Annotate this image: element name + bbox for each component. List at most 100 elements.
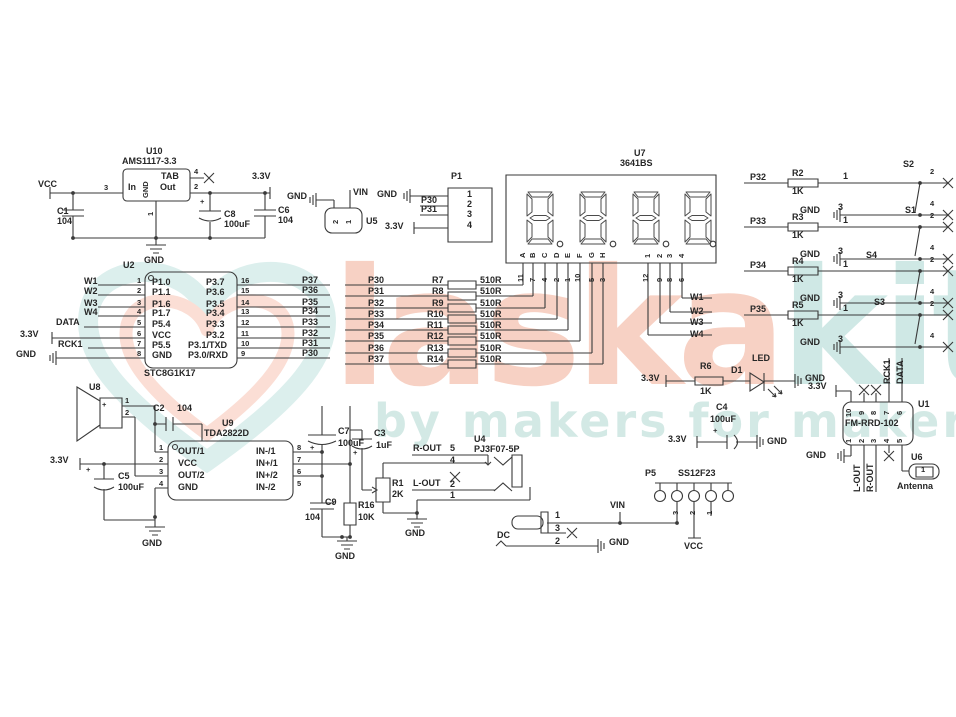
seg_resistors-r11-val: 510R (480, 320, 502, 330)
mcu-vcc: VCC (152, 330, 172, 340)
seg_resistors-r7-val: 510R (480, 275, 502, 285)
u9-pin1-dot (173, 445, 178, 450)
brand-first: laska (332, 235, 786, 423)
mcu-n10: 10 (241, 339, 250, 348)
display-dig-2: 2 (655, 253, 664, 258)
regulator-pin-out: Out (160, 182, 176, 192)
r3-body (788, 223, 818, 231)
audio_amp-c2-val: 104 (177, 403, 193, 413)
display-pin-10: 10 (573, 273, 582, 282)
r1-body (376, 478, 390, 502)
c4_filter-gnd: GND (767, 436, 787, 446)
mcu-p16: P1.6 (152, 299, 171, 309)
regulator-out-33v: 3.3V (252, 171, 271, 181)
audio_amp-spk-ref: U8 (89, 382, 101, 392)
display-seg-b: B (528, 252, 537, 258)
audio_amp-n3: 3 (159, 467, 164, 476)
mcu-net-w1: W1 (84, 276, 98, 286)
p1_header-pin1: 1 (467, 189, 473, 199)
mcu-p30: P3.0/RXD (188, 350, 229, 360)
mcu-n4: 4 (137, 307, 142, 316)
p5-pin-circle (672, 491, 683, 502)
regulator-pin-gnd: GND (141, 181, 150, 198)
mcu-n5: 5 (137, 318, 142, 327)
mid_passives-r1-ref: R1 (392, 478, 404, 488)
buttons-s3-p1: 1 (843, 303, 849, 313)
seg_resistors-net-p34: P34 (368, 320, 385, 330)
power_switch-p3: 3 (671, 510, 680, 515)
fm_module-p9: 9 (857, 410, 866, 415)
mcu-n9: 9 (241, 349, 246, 358)
audio_amp-part: TDA2822D (204, 428, 250, 438)
u9-body (168, 441, 293, 500)
mcu-net-rck1: RCK1 (58, 339, 83, 349)
buttons-s1-p2: 2 (930, 211, 935, 220)
heart-icon (78, 262, 336, 474)
mcu-n15: 15 (241, 286, 250, 295)
audio_amp-c5-val: 100uF (118, 482, 145, 492)
fm_module-net-data: DATA (895, 360, 905, 384)
audio_amp-in-1: IN-/1 (256, 446, 276, 456)
buttons-net4: P35 (750, 304, 767, 314)
led-led: LED (752, 353, 770, 363)
fm_module-p10: 10 (844, 408, 853, 417)
buttons-s1-p1: 1 (843, 215, 849, 225)
mid_passives-c9-val: 104 (305, 512, 321, 522)
audio_amp-n7: 7 (297, 455, 302, 464)
fm_module-p6: 6 (895, 410, 904, 415)
seg_resistors-r7: R7 (432, 275, 444, 285)
display-w4: W4 (690, 329, 704, 339)
display-pin-1: 1 (563, 277, 572, 282)
fm_module-gnd: GND (806, 450, 826, 460)
seg_resistors-r9: R9 (432, 298, 444, 308)
display-pin-9: 9 (655, 277, 664, 282)
audio_amp-in-2: IN-/2 (256, 482, 276, 492)
mcu-n16: 16 (241, 276, 250, 285)
mcu-n7: 7 (137, 339, 142, 348)
r2-body (788, 179, 818, 187)
buttons-s3: S3 (874, 297, 886, 307)
display-pin-3: 3 (598, 277, 607, 282)
mcu-n8: 8 (137, 349, 142, 358)
led-v33: 3.3V (641, 373, 660, 383)
p1_header-p30: P30 (421, 195, 438, 205)
display-seg-h: H (598, 252, 607, 258)
r16-body (344, 503, 356, 525)
fm_module-net-rout: R-OUT (865, 463, 875, 493)
component-outlines (77, 169, 939, 533)
seg_resistors-r13: R13 (427, 343, 444, 353)
buttons-r3: R3 (792, 212, 804, 222)
power_switch-p1: 1 (705, 510, 714, 515)
display-pin-12: 12 (641, 273, 650, 282)
mcu-net-p34: P34 (302, 306, 319, 316)
buttons-gnd1: GND (800, 205, 820, 215)
led-r6: R6 (700, 361, 712, 371)
no-connect-x-icon (204, 173, 953, 538)
r5-body (788, 311, 818, 319)
display-seg-e: E (563, 252, 572, 258)
dc_input-p1: 1 (555, 510, 561, 520)
display-pin-7: 7 (528, 277, 537, 282)
fm_module-v33: 3.3V (808, 381, 827, 391)
mcu-n6: 6 (137, 329, 142, 338)
display-dig-1: 1 (643, 253, 652, 258)
r9-body (448, 304, 476, 312)
audio_amp-c5-plus: + (86, 465, 91, 474)
fm_module-antenna: Antenna (897, 481, 933, 491)
display-dp (663, 241, 669, 247)
mid_passives-gnd-b: GND (405, 528, 425, 538)
mid_passives-r1-val: 2K (392, 489, 404, 499)
wire-mid (293, 406, 427, 549)
audio_amp-n4: 4 (159, 479, 164, 488)
display-part: 3641BS (620, 158, 653, 168)
fm_module-ref: U1 (918, 399, 930, 409)
battery-pin2: 2 (331, 219, 340, 224)
power_switch-p2: 2 (688, 510, 697, 515)
r11-body (448, 326, 476, 334)
wire-c4 (697, 435, 763, 449)
dc_input-dc: DC (497, 530, 510, 540)
power_switch-vcc: VCC (684, 541, 704, 551)
dc_input-gnd: GND (609, 537, 629, 547)
fm_module-p5: 5 (895, 438, 904, 443)
power_switch-ref: P5 (645, 468, 657, 478)
